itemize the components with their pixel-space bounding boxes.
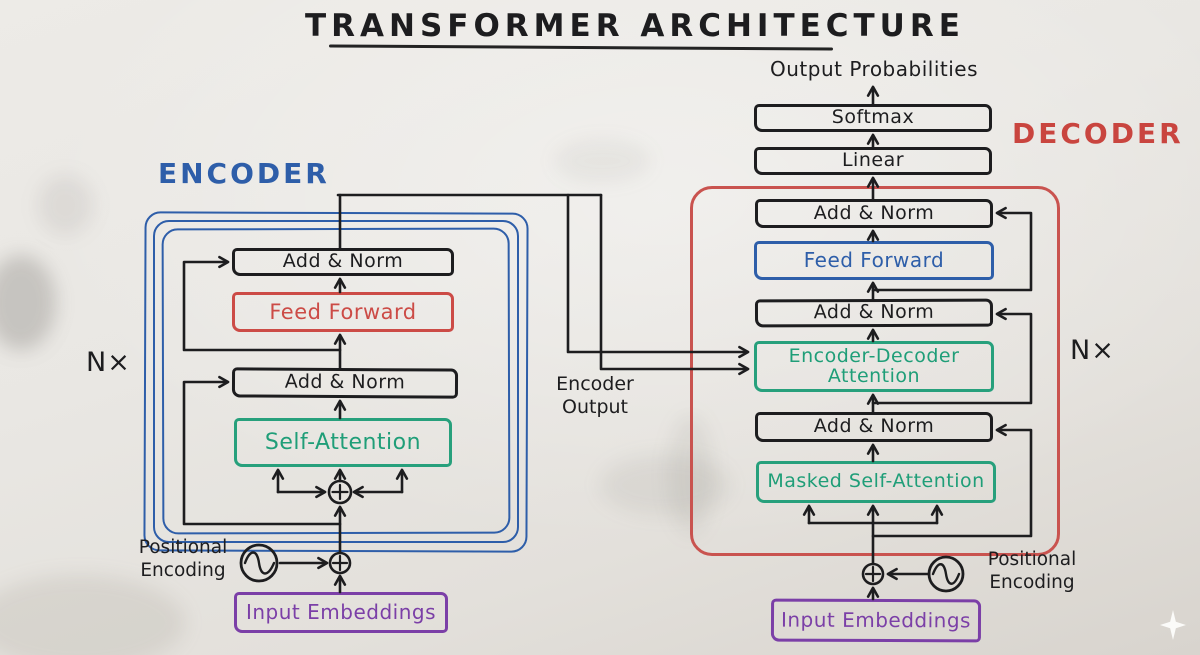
plus-circle-icon — [328, 551, 352, 575]
smudge — [600, 455, 730, 515]
decoder-positional-encoding-group — [861, 555, 965, 593]
encoder-feed-forward-box: Feed Forward — [232, 292, 454, 332]
plus-circle-icon — [861, 562, 885, 586]
smudge — [0, 575, 185, 655]
smudge — [555, 140, 650, 182]
sine-wave-icon — [927, 555, 965, 593]
encoder-input-embeddings-box: Input Embeddings — [234, 592, 448, 633]
encoder-stack-card-middle — [153, 220, 519, 543]
decoder-add-norm-middle-box: Add & Norm — [754, 298, 994, 328]
encoder-decoder-attention-box: Encoder-Decoder Attention — [754, 341, 994, 392]
decoder-add-norm-bottom-box: Add & Norm — [755, 412, 993, 442]
decoder-positional-encoding-label: Positional Encoding — [987, 549, 1077, 594]
encoder-nx-label: N× — [86, 347, 131, 378]
encoder-self-attention-box: Self-Attention — [234, 418, 452, 467]
decoder-input-embeddings-box: Input Embeddings — [770, 598, 982, 643]
decoder-add-norm-top-box: Add & Norm — [755, 199, 993, 228]
smudge — [0, 255, 56, 350]
linear-box: Linear — [754, 147, 992, 175]
encoder-output-label: Encoder Output — [556, 373, 634, 418]
title-underline — [328, 44, 834, 51]
decoder-section-label: DECODER — [1012, 117, 1184, 150]
encoder-add-norm-bottom-box: Add & Norm — [231, 367, 459, 399]
sparkle-icon — [1160, 610, 1186, 640]
output-probabilities-label: Output Probabilities — [770, 57, 978, 81]
encoder-section-label: ENCODER — [158, 157, 330, 190]
decoder-feed-forward-box: Feed Forward — [754, 241, 994, 280]
page-title: TRANSFORMER ARCHITECTURE — [305, 8, 965, 44]
encoder-positional-encoding-label: Positional Encoding — [138, 537, 228, 582]
softmax-box: Softmax — [754, 104, 992, 132]
decoder-nx-label: N× — [1070, 335, 1115, 366]
masked-self-attention-box: Masked Self-Attention — [756, 461, 996, 503]
smudge — [38, 175, 93, 235]
encoder-add-norm-top-box: Add & Norm — [232, 248, 454, 276]
